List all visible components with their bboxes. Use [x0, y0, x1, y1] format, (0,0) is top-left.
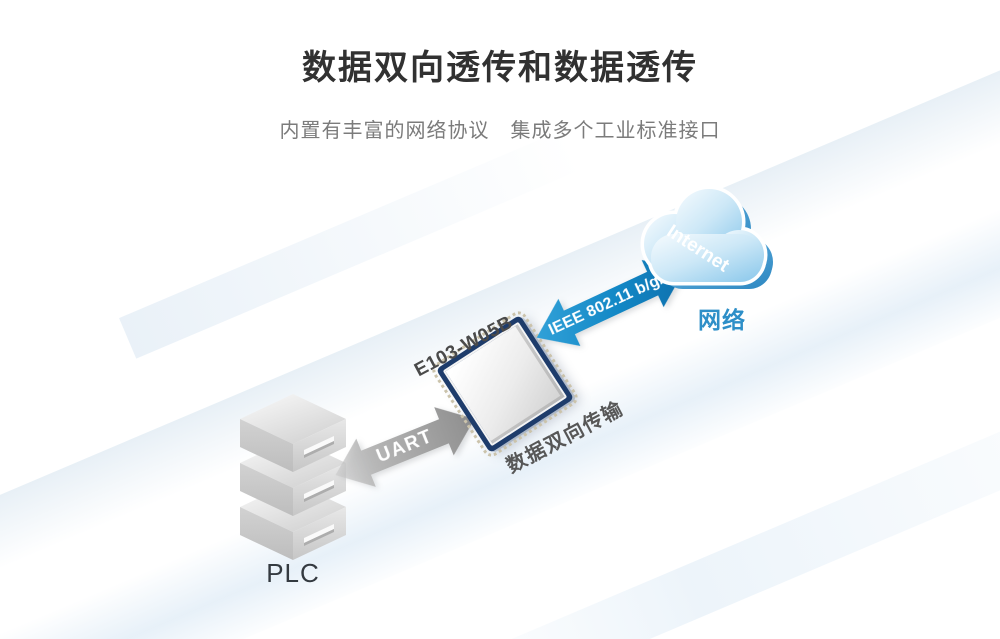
page-title: 数据双向透传和数据透传	[302, 49, 698, 87]
cloud-body	[644, 189, 764, 282]
network-label: 网络	[698, 307, 746, 333]
plc-stack-icon	[240, 394, 346, 560]
page-subtitle: 内置有丰富的网络协议 集成多个工业标准接口	[279, 120, 721, 142]
plc-label: PLC	[266, 558, 320, 588]
plc-box-top	[240, 394, 346, 472]
internet-cloud-icon: Internet	[640, 185, 773, 289]
uart-arrow-label: UART	[373, 425, 436, 468]
